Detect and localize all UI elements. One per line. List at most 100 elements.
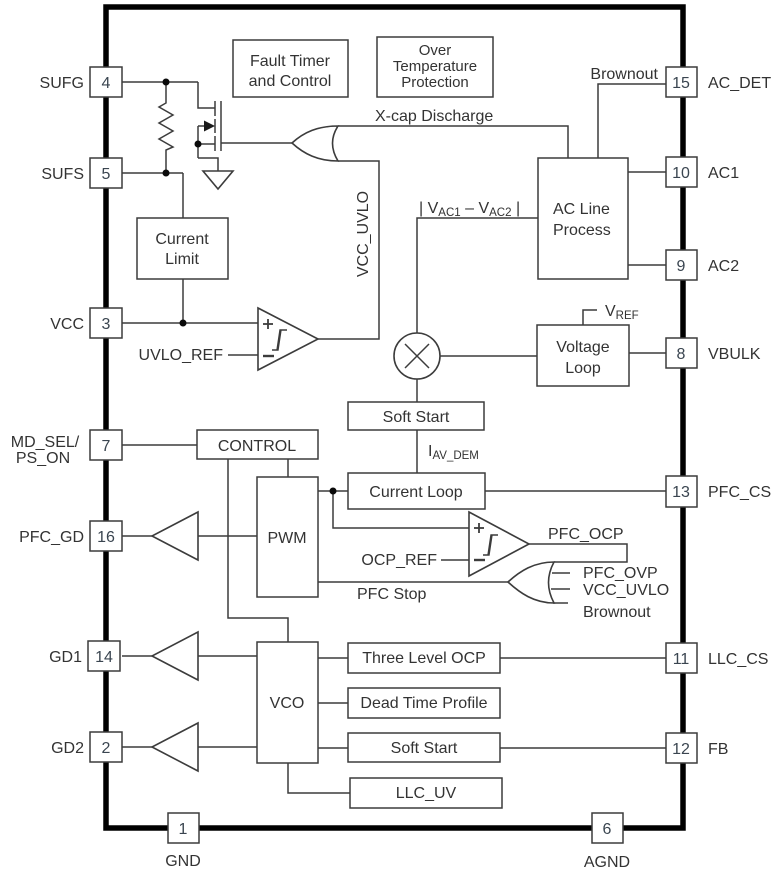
resistor-symbol [157,82,175,173]
block-label: Dead Time Profile [360,695,487,712]
pin-number: 5 [102,166,111,183]
pin-gd1: 14 GD1 [49,640,121,672]
signal-brownout: Brownout [590,66,658,83]
wire-vcc-uvlo [318,160,380,340]
junction-dot [162,169,170,177]
block-label: Protection [401,74,469,91]
signal-brownout-or: Brownout [583,604,651,621]
pin-number: 9 [677,258,686,275]
pin-number: 10 [672,165,690,182]
pin-number: 13 [672,484,690,501]
wire-pfc-ocp [529,543,628,563]
pin-label: SUFG [40,75,84,92]
signal-vref: VREF [605,303,639,322]
pin-number: 1 [179,821,188,838]
block-current-loop: Current Loop [347,472,486,510]
pin-ac1: 10 AC1 [665,156,739,188]
block-vco: VCO [256,641,319,764]
block-label: Current Loop [369,484,462,501]
signal-vcc-uvlo-vertical: VCC_UVLO [355,191,372,277]
block-label: PWM [267,530,306,547]
pin-label: PFC_CS [708,484,771,501]
pin-number: 6 [603,821,612,838]
pin-number: 7 [102,438,111,455]
signal-pfc-ocp: PFC_OCP [548,526,624,543]
pin-number: 12 [672,741,690,758]
ocp-comparator-icon [468,510,531,578]
block-label: Process [553,222,611,239]
block-dead-time-profile: Dead Time Profile [347,687,501,719]
wire-vac-diff [416,217,538,333]
pin-label: GD2 [51,740,84,757]
pin-llc-cs: 11 LLC_CS [665,642,768,674]
signal-ocp-ref: OCP_REF [361,552,437,569]
pin-ac2: 9 AC2 [665,249,739,281]
block-label: Soft Start [391,740,458,757]
pin-number: 2 [102,740,111,757]
block-label: AC Line [553,201,610,218]
block-label: LLC_UV [396,785,457,802]
block-over-temperature: Over Temperature Protection [376,36,494,98]
wire-vref [582,309,597,325]
buffer-gd2-icon [150,721,199,773]
pin-sufg: 4 SUFG [40,66,123,98]
pin-label: GND [165,853,201,870]
wire-llc-uv [287,763,350,794]
pin-label: AC1 [708,165,739,182]
pin-label: FB [708,741,728,758]
multiplier-icon [393,332,441,380]
signal-vcc-uvlo-or: VCC_UVLO [583,582,669,599]
pin-ac-det: 15 AC_DET [665,66,771,98]
signal-xcap-discharge: X-cap Discharge [375,108,493,125]
block-fault-timer: Fault Timer and Control [232,39,349,98]
pin-label: MD_SEL/ [11,434,80,451]
buffer-gd1-icon [150,630,199,682]
block-pwm: PWM [256,476,319,598]
block-label: CONTROL [218,438,296,455]
pin-pfc-gd: 16 PFC_GD [19,520,123,552]
block-soft-start-llc: Soft Start [347,732,501,763]
block-soft-start-pfc: Soft Start [347,401,485,431]
pin-label: PS_ON [16,450,70,467]
pin-number: 11 [673,651,690,668]
block-label: Limit [165,251,199,268]
signal-vac-diff: | VAC1 – VAC2 | [419,200,520,219]
ic-border [103,4,686,831]
pin-vbulk: 8 VBULK [665,337,761,369]
pin-label: VBULK [708,346,761,363]
pin-number: 16 [97,529,115,546]
block-control: CONTROL [196,429,319,460]
pin-gd2: 2 GD2 [51,731,123,763]
wire-xcap [338,125,569,158]
pin-sufs: 5 SUFS [41,157,123,189]
junction-dot [162,78,170,86]
signal-pfc-stop: PFC Stop [357,586,426,603]
pin-label: PFC_GD [19,529,84,546]
block-label: Soft Start [383,409,450,426]
pin-label: VCC [50,316,84,333]
pin-gnd: 1 GND [165,812,201,870]
or-gate-pfc-stop-icon [506,561,556,604]
pin-vcc: 3 VCC [50,307,123,339]
pin-number: 15 [672,75,690,92]
pin-md-sel-ps-on: 7 MD_SEL/ PS_ON [11,429,123,467]
block-label: Current [155,231,209,248]
ground-symbol [198,157,235,191]
pin-label: LLC_CS [708,651,768,668]
pin-label: GD1 [49,649,82,666]
block-three-level-ocp: Three Level OCP [347,642,501,674]
wire-brownout [597,83,666,158]
block-ac-line-process: AC Line Process [537,157,629,280]
junction-dot [194,140,202,148]
pin-label: AC_DET [708,75,771,92]
signal-uvlo-ref: UVLO_REF [139,347,224,364]
signal-pfc-ovp: PFC_OVP [583,565,658,582]
pin-number: 4 [102,75,111,92]
block-label: Temperature [393,58,477,75]
block-label: VCO [270,695,305,712]
wire-control-vco [227,459,289,642]
pin-number: 14 [95,649,113,666]
pin-label: AC2 [708,258,739,275]
